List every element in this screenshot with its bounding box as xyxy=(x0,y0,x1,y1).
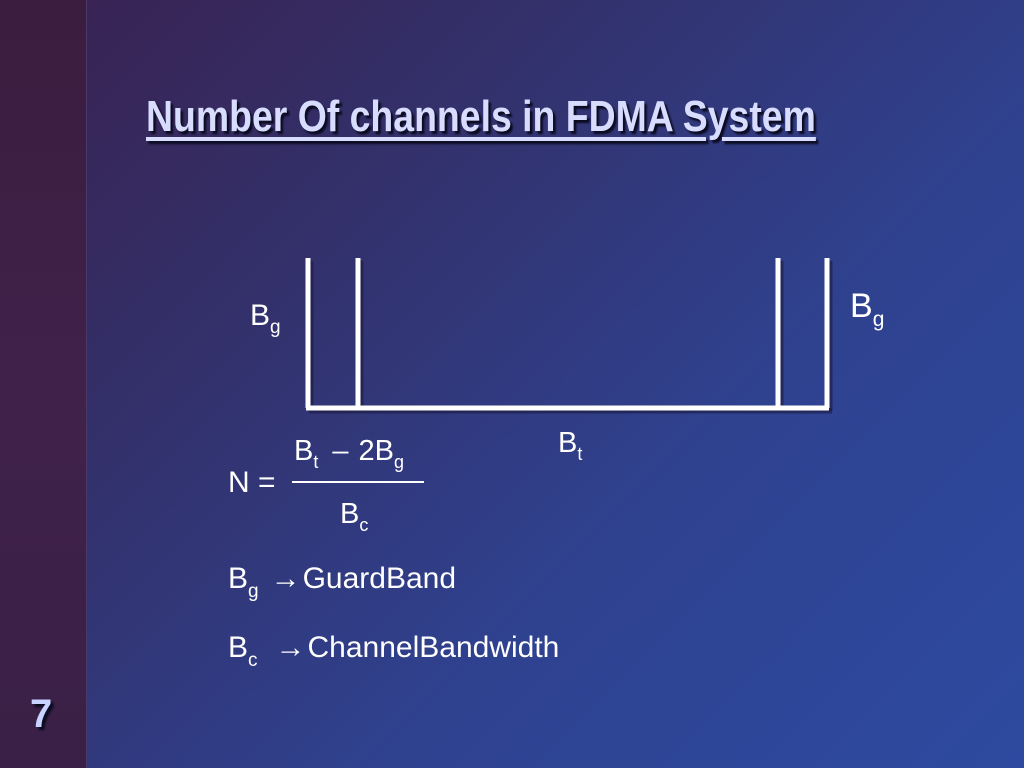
definition-guard-band: Bg→GuardBand xyxy=(228,562,456,602)
right-guard-label: Bg xyxy=(850,287,884,331)
formula-equals: = xyxy=(258,466,276,499)
definition-channel-bandwidth: Bc→ChannelBandwidth xyxy=(228,631,559,671)
slide-title: Number Of channels in FDMA System xyxy=(146,92,816,141)
channel-count-formula: N = Bt–2Bg Bc xyxy=(228,435,424,535)
formula-lhs: N xyxy=(228,466,250,499)
formula-numerator: Bt–2Bg xyxy=(294,435,404,472)
formula-denominator: Bc xyxy=(340,498,368,535)
band-lines xyxy=(305,258,833,414)
total-bandwidth-label: Bt xyxy=(558,427,582,464)
left-sidebar-bar xyxy=(0,0,87,768)
left-guard-label: Bg xyxy=(250,299,281,338)
slide-number: 7 xyxy=(30,692,53,736)
